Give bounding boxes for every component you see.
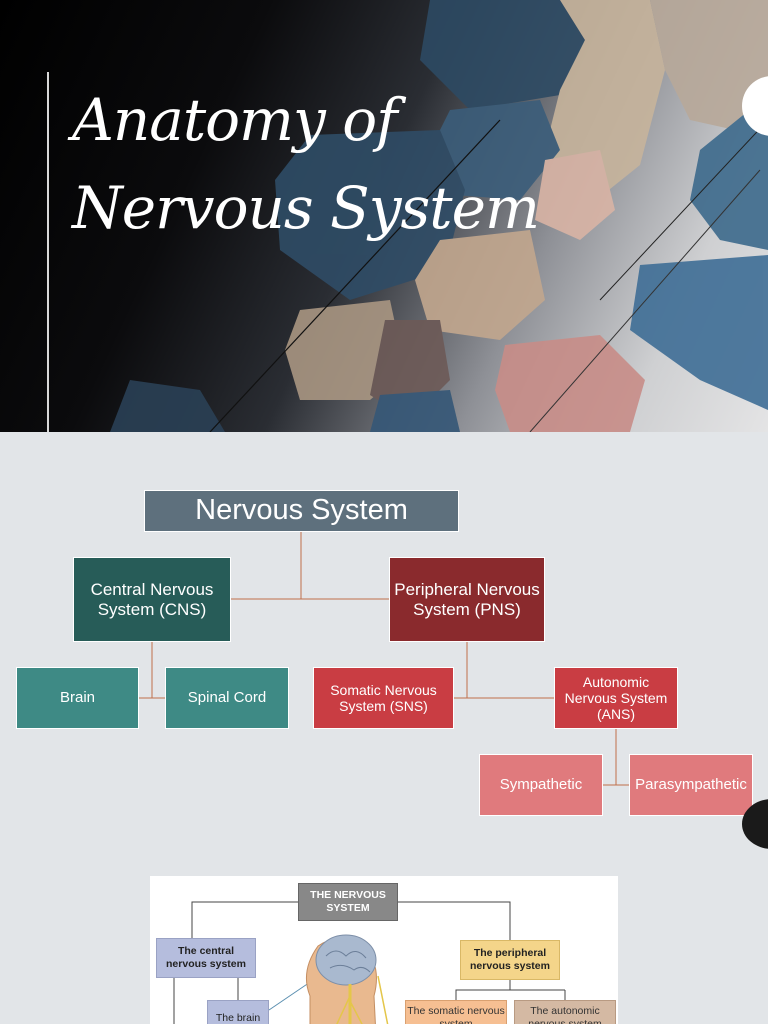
figure-node-autonomic: The autonomic nervous system bbox=[514, 1000, 616, 1024]
node-spinal-cord: Spinal Cord bbox=[165, 667, 289, 729]
title-line-1: Anatomy of bbox=[72, 86, 398, 154]
slide-title: Anatomy of Nervous System bbox=[72, 76, 540, 252]
node-nervous-system: Nervous System bbox=[144, 490, 459, 532]
figure-node-brain: The brain bbox=[207, 1000, 269, 1024]
hierarchy-slide: Nervous System Central Nervous System (C… bbox=[0, 433, 768, 865]
node-sympathetic: Sympathetic bbox=[479, 754, 603, 816]
figure-node-central: The central nervous system bbox=[156, 938, 256, 978]
node-ans: Autonomic Nervous System (ANS) bbox=[554, 667, 678, 729]
node-brain: Brain bbox=[16, 667, 139, 729]
node-parasympathetic: Parasympathetic bbox=[629, 754, 753, 816]
figure-artwork bbox=[173, 901, 566, 1024]
hierarchy-connectors bbox=[139, 532, 629, 786]
node-cns: Central Nervous System (CNS) bbox=[73, 557, 231, 642]
figure-node-root: THE NERVOUS SYSTEM bbox=[298, 883, 398, 921]
node-pns: Peripheral Nervous System (PNS) bbox=[389, 557, 545, 642]
figure-node-somatic: The somatic nervous system bbox=[405, 1000, 507, 1024]
title-line-2: Nervous System bbox=[72, 174, 540, 242]
nervous-system-figure: THE NERVOUS SYSTEM The central nervous s… bbox=[150, 876, 618, 1024]
title-slide: Anatomy of Nervous System bbox=[0, 0, 768, 432]
title-divider-line bbox=[47, 72, 49, 432]
node-sns: Somatic Nervous System (SNS) bbox=[313, 667, 454, 729]
figure-slide: THE NERVOUS SYSTEM The central nervous s… bbox=[0, 866, 768, 1024]
figure-node-peripheral: The peripheral nervous system bbox=[460, 940, 560, 980]
paper-collage-art bbox=[110, 0, 768, 432]
